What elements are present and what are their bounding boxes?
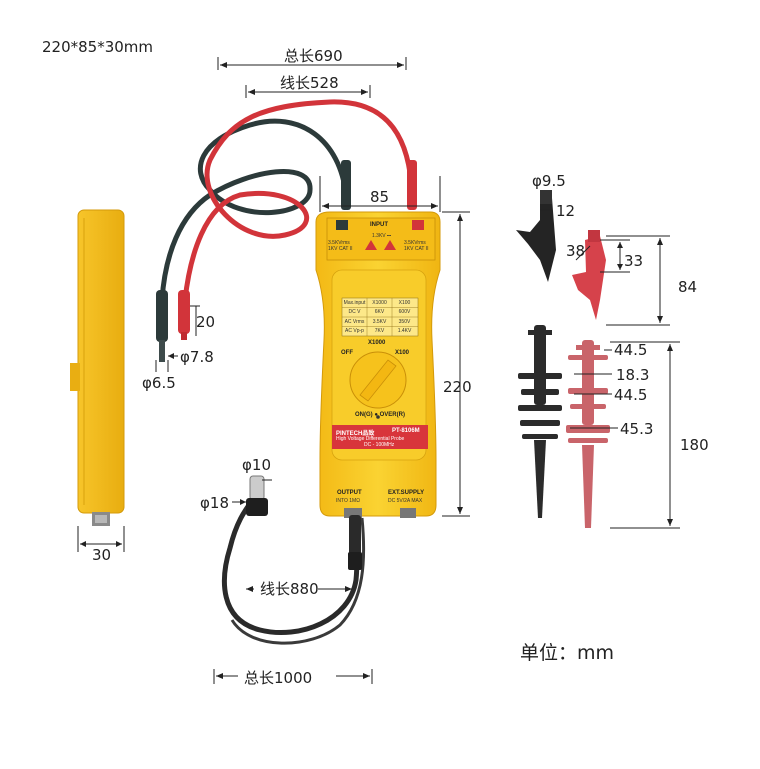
knob-x100-label: X100 <box>395 350 410 356</box>
output-label: OUTPUT <box>337 490 362 496</box>
dim-clip-33: 33 <box>624 252 644 270</box>
dim-diameter-18: φ18 <box>200 494 229 512</box>
spec-cell: 600V <box>398 309 411 316</box>
device-left-rating: 3.5KVrms 1KV CAT II <box>328 240 353 252</box>
supply-label: EXT.SUPPLY <box>388 490 425 496</box>
dim-diameter-10: φ10 <box>242 456 271 474</box>
device-bandwidth: DC - 100MHz <box>364 442 395 448</box>
led-label: ON(G) ● OVER(R) <box>355 412 405 418</box>
dim-diameter-7-8: φ7.8 <box>180 348 214 366</box>
device-input-rating: 1.3KV ⎓ <box>372 233 391 239</box>
spec-cell: 350V <box>398 318 411 325</box>
spec-cell: 1.4KV <box>397 328 412 335</box>
dim-total-length-bottom: 总长1000 <box>244 669 313 687</box>
spec-table: Max.input X1000 X100 DC V 6KV 600V AC Vr… <box>342 298 418 336</box>
dim-hook-18-3: 18.3 <box>616 366 650 384</box>
supply-sub-label: DC 5V/2A MAX <box>388 498 423 504</box>
dim-clip-38: 38 <box>566 242 586 260</box>
spec-cell: 3.5KV <box>372 318 387 325</box>
dim-height-220: 220 <box>443 378 472 396</box>
spec-cell: AC Vp-p <box>345 328 364 335</box>
test-leads <box>156 99 417 362</box>
probe-front-view <box>315 211 441 518</box>
probe-side-view <box>70 209 125 552</box>
device-description: High Voltage Differential Probe <box>336 436 405 442</box>
unit-label: 单位：mm <box>520 642 615 664</box>
device-input-label: INPUT <box>370 222 388 228</box>
dim-wire-length-top: 线长528 <box>280 74 339 92</box>
dim-hook-45-3: 45.3 <box>620 420 654 438</box>
knob-x1000-label: X1000 <box>368 340 386 346</box>
spec-cell: 7KV <box>374 328 385 335</box>
spec-cell: DC V <box>348 309 361 316</box>
spec-row: Max.input X1000 X100 <box>342 298 418 308</box>
dim-clip-diameter-9-5: φ9.5 <box>532 172 566 190</box>
output-sub-label: INTO 1MΩ <box>336 498 360 504</box>
dim-diameter-6-5: φ6.5 <box>142 374 176 392</box>
spec-row: AC Vrms 3.5KV 350V <box>342 317 418 327</box>
spec-cell: X100 <box>398 299 411 306</box>
alligator-clips <box>516 190 606 320</box>
brand-label: PINTECH品致 <box>336 431 375 437</box>
dim-clip-12: 12 <box>556 202 576 220</box>
dim-side-30: 30 <box>92 546 112 564</box>
dim-wire-length-bottom: 线长880 <box>260 580 319 598</box>
hook-probes <box>518 325 610 528</box>
spec-cell: 6KV <box>374 309 385 316</box>
spec-cell: X1000 <box>372 299 387 306</box>
dim-clip-84: 84 <box>678 278 698 296</box>
knob-off-label: OFF <box>341 350 353 356</box>
spec-row: AC Vp-p 7KV 1.4KV <box>342 327 418 337</box>
dim-pin-20: 20 <box>196 313 216 331</box>
dim-width-85: 85 <box>370 188 390 206</box>
output-cable <box>222 475 366 645</box>
spec-cell: Max.input <box>343 299 366 306</box>
dimension-lines <box>155 57 680 684</box>
model-label: PT-8106M <box>392 428 420 434</box>
dim-hook-44-5-b: 44.5 <box>614 386 648 404</box>
size-note: 220*85*30mm <box>42 38 154 56</box>
dim-total-length-top: 总长690 <box>284 47 343 65</box>
spec-cell: AC Vrms <box>344 318 365 325</box>
dim-hook-180: 180 <box>680 436 709 454</box>
device-right-rating: 3.5KVrms 1KV CAT II <box>404 240 429 252</box>
spec-row: DC V 6KV 600V <box>342 308 418 318</box>
dim-hook-44-5-a: 44.5 <box>614 341 648 359</box>
